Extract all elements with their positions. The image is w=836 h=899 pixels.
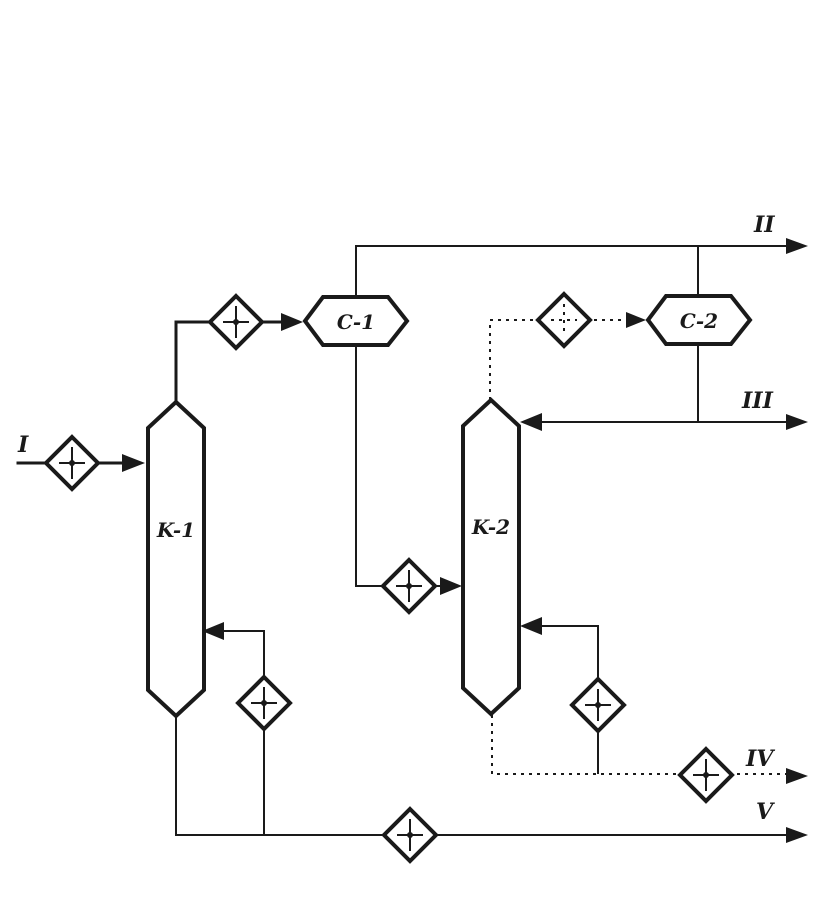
k2-feed-arrow [440, 577, 462, 595]
c1-gas-line [355, 245, 788, 296]
heat-exchanger-iv-icon [677, 746, 735, 804]
k2-bottoms-line [491, 715, 788, 775]
heat-exchanger-feed-icon [43, 434, 101, 492]
stream-V-arrow [786, 827, 808, 843]
stream-label-II: II [753, 212, 775, 238]
stream-label-IV: IV [745, 746, 775, 772]
separator-c1-label: C-1 [337, 310, 375, 334]
separator-c2: C-2 [645, 294, 753, 346]
stream-label-I: I [17, 432, 29, 458]
column-k1: K-1 [146, 399, 206, 719]
heat-exchanger-k1-reboiler-icon [235, 674, 293, 732]
stream-label-V: V [756, 799, 775, 825]
column-k2-label: K-2 [471, 515, 510, 539]
stream-III-arrow [786, 414, 808, 430]
heat-exchanger-k1-overhead-icon [207, 293, 265, 351]
k1-bottoms-line [175, 715, 788, 836]
heat-exchanger-k2-overhead-icon [535, 291, 593, 349]
k2-overhead-line [489, 319, 630, 400]
feed-arrow [122, 454, 145, 472]
k2-reflux-arrow [520, 413, 542, 431]
k1-overhead-arrow [281, 313, 303, 331]
separator-c1: C-1 [302, 295, 410, 347]
c1-liquid-line [355, 346, 443, 587]
heat-exchanger-v-icon [381, 806, 439, 864]
stream-label-III: III [741, 388, 774, 414]
k1-reboiler-loop [222, 630, 265, 835]
stream-II-arrow [786, 238, 808, 254]
k2-reboiler-arrow [520, 617, 542, 635]
heat-exchanger-k2-reboiler-icon [569, 676, 627, 734]
column-k2: K-2 [461, 397, 521, 717]
heat-exchanger-k2-feed-icon [380, 557, 438, 615]
k2-overhead-arrow [626, 312, 646, 328]
column-k1-label: K-1 [156, 518, 195, 542]
separator-c2-label: C-2 [680, 309, 718, 333]
k1-reboiler-arrow [202, 622, 224, 640]
stream-IV-arrow [786, 768, 808, 784]
